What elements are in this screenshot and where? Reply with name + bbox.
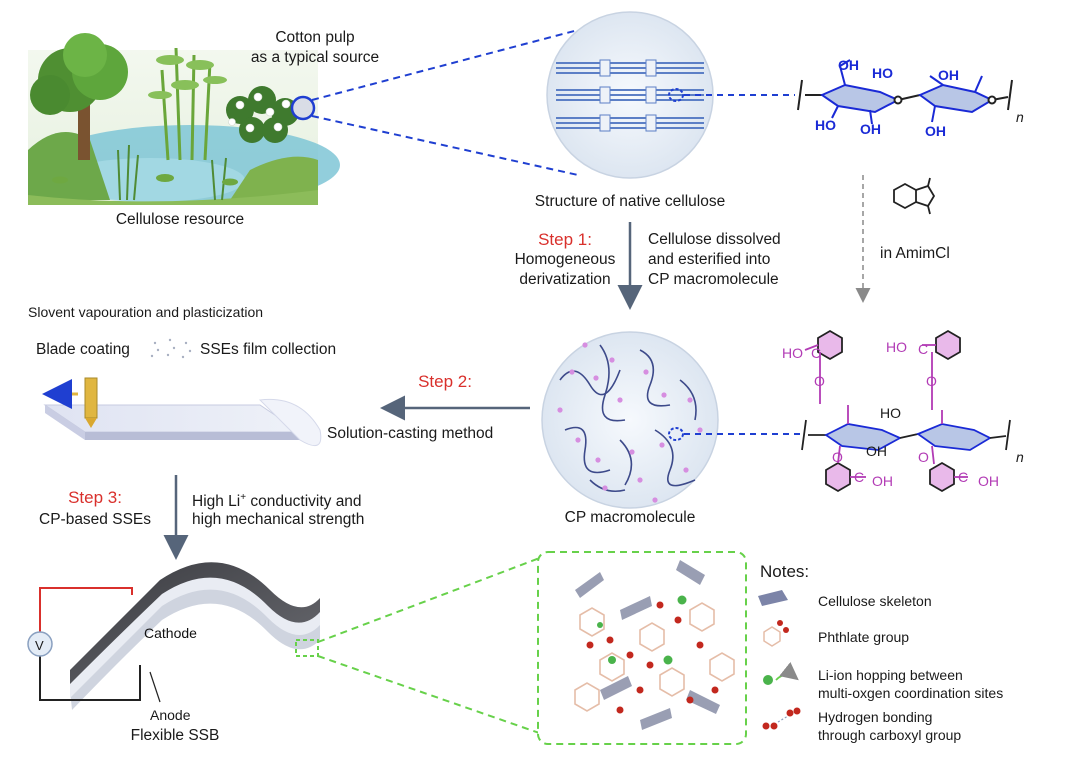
note-li-ion-line2: multi-oxgen coordination sites	[818, 685, 1004, 701]
structure-oh-4: OH	[925, 123, 946, 139]
step3-desc-line1: High Li+ conductivity and	[192, 492, 362, 511]
note-hbond-line1: Hydrogen bonding	[818, 709, 933, 725]
phthalate-group-icon	[763, 620, 789, 647]
cellulose-resource-label: Cellulose resource	[115, 211, 245, 228]
notes-title: Notes:	[760, 562, 810, 581]
li-ion-hopping-icon	[763, 661, 799, 685]
cp-label-o-2: O	[926, 373, 937, 389]
blade-coating-illustration	[42, 338, 322, 447]
step1-left-line1: Homogeneous	[514, 251, 616, 268]
cp-label-ho-2: HO	[886, 339, 907, 355]
structure-ho-1: HO	[872, 65, 893, 81]
cp-label-n: n	[1016, 449, 1024, 465]
note-phthalate-group: Phthlate group	[818, 629, 910, 645]
cp-structure	[801, 329, 1011, 493]
cp-macromolecule-label: CP macromolecule	[564, 509, 696, 526]
flexible-battery-illustration	[27, 562, 320, 710]
cotton-zoom-circle	[290, 95, 316, 121]
structure-ho-2: HO	[815, 117, 836, 133]
blade-coating-label: Blade coating	[36, 341, 130, 358]
step1-left-line2: derivatization	[519, 271, 611, 288]
process-title: Slovent vapouration and plasticization	[28, 304, 264, 320]
hydrogen-bond-icon	[762, 707, 801, 730]
zoom-line-lower	[311, 115, 579, 176]
native-cellulose-label: Structure of native cellulose	[534, 193, 726, 210]
zoom-line-battery-lower	[317, 655, 546, 736]
step3-desc-line2: high mechanical strength	[192, 511, 365, 528]
structure-oh-1: OH	[838, 57, 859, 73]
note-li-ion-line1: Li-ion hopping between	[818, 667, 963, 683]
cathode-label: Cathode	[144, 625, 197, 641]
cotton-pulp-label-line2: as a typical source	[250, 49, 380, 66]
cp-label-c-2: C	[918, 341, 929, 357]
cp-label-c-3: C	[854, 469, 865, 485]
cp-label-ho-3: HO	[880, 405, 901, 421]
note-hbond-line2: through carboxyl group	[818, 727, 962, 743]
cp-label-oh-2: OH	[872, 473, 893, 489]
cp-label-oh-1: OH	[866, 443, 887, 459]
structure-oh-3: OH	[860, 121, 881, 137]
structure-oh-2: OH	[938, 67, 959, 83]
phthalic-anhydride-structure	[893, 177, 936, 215]
step1-right-line1: Cellulose dissolved	[648, 231, 781, 248]
landscape-illustration	[28, 33, 340, 205]
zoom-line-battery-upper	[317, 555, 546, 643]
cotton-pulp-label-line1: Cotton pulp	[275, 29, 355, 46]
cp-label-ho-1: HO	[782, 345, 803, 361]
step3-title: Step 3:	[68, 488, 122, 507]
step1-title: Step 1:	[538, 230, 592, 249]
cp-label-o-4: O	[918, 449, 929, 465]
cp-label-c-1: C	[811, 345, 822, 361]
note-cellulose-skeleton: Cellulose skeleton	[818, 593, 932, 609]
reagent-label: in AmimCl	[880, 245, 950, 262]
flexible-ssb-label: Flexible SSB	[130, 727, 220, 744]
cp-label-oh-3: OH	[978, 473, 999, 489]
step2-method: Solution-casting method	[327, 425, 494, 442]
anode-label: Anode	[150, 707, 191, 723]
voltmeter-label: V	[35, 638, 44, 653]
step1-right-line3: CP macromolecule	[648, 271, 779, 288]
structure-n-subscript: n	[1016, 109, 1024, 125]
cellulose-skeleton-icon	[758, 590, 788, 606]
step1-right-line2: and esterified into	[648, 251, 771, 268]
native-cellulose-circle	[546, 11, 714, 179]
cp-label-c-4: C	[958, 469, 969, 485]
zoom-line-upper	[311, 29, 579, 101]
molecular-zoom-box	[537, 551, 747, 745]
cellulose-structure	[797, 59, 1013, 125]
cp-label-o-3: O	[832, 449, 843, 465]
step2-title: Step 2:	[418, 372, 472, 391]
cp-macromolecule-circle	[541, 331, 719, 509]
cp-label-o-1: O	[814, 373, 825, 389]
film-collection-label: SSEs film collection	[200, 341, 337, 358]
step3-sub: CP-based SSEs	[39, 511, 151, 528]
